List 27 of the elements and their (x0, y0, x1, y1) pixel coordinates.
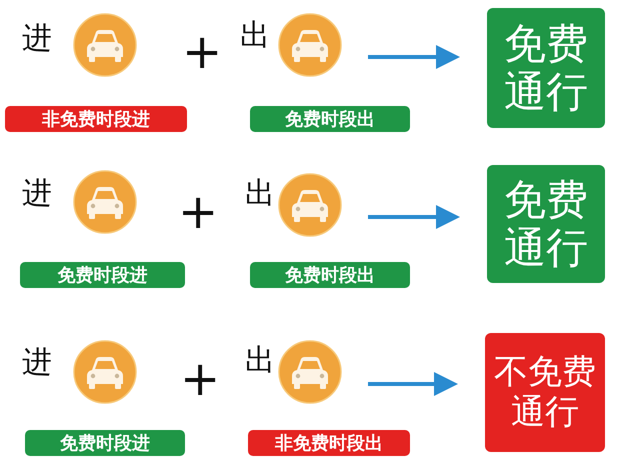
arrow (368, 205, 460, 229)
plus-sign: + (178, 188, 218, 236)
car-icon (278, 173, 342, 237)
result-box: 免费通行 (487, 165, 605, 283)
car-icon (73, 13, 137, 77)
direction-label: 进 (22, 344, 52, 382)
result-box: 不免费通行 (485, 333, 605, 452)
arrow (368, 372, 458, 396)
time-period-tag: 免费时段出 (250, 106, 410, 132)
direction-label: 出 (245, 175, 275, 213)
plus-sign: + (180, 355, 220, 403)
time-period-tag: 免费时段出 (250, 262, 410, 288)
plus-sign: + (182, 28, 222, 76)
car-icon (278, 13, 342, 77)
time-period-tag: 非免费时段进 (5, 106, 187, 132)
direction-label: 进 (22, 20, 52, 58)
direction-label: 出 (240, 17, 270, 55)
direction-label: 进 (22, 175, 52, 213)
car-icon (73, 170, 137, 234)
car-icon (73, 340, 137, 404)
arrow (368, 45, 460, 69)
time-period-tag: 免费时段进 (20, 262, 185, 288)
time-period-tag: 非免费时段出 (248, 430, 410, 456)
time-period-tag: 免费时段进 (25, 430, 185, 456)
result-box: 免费通行 (487, 8, 605, 128)
direction-label: 出 (245, 342, 275, 380)
car-icon (278, 340, 342, 404)
